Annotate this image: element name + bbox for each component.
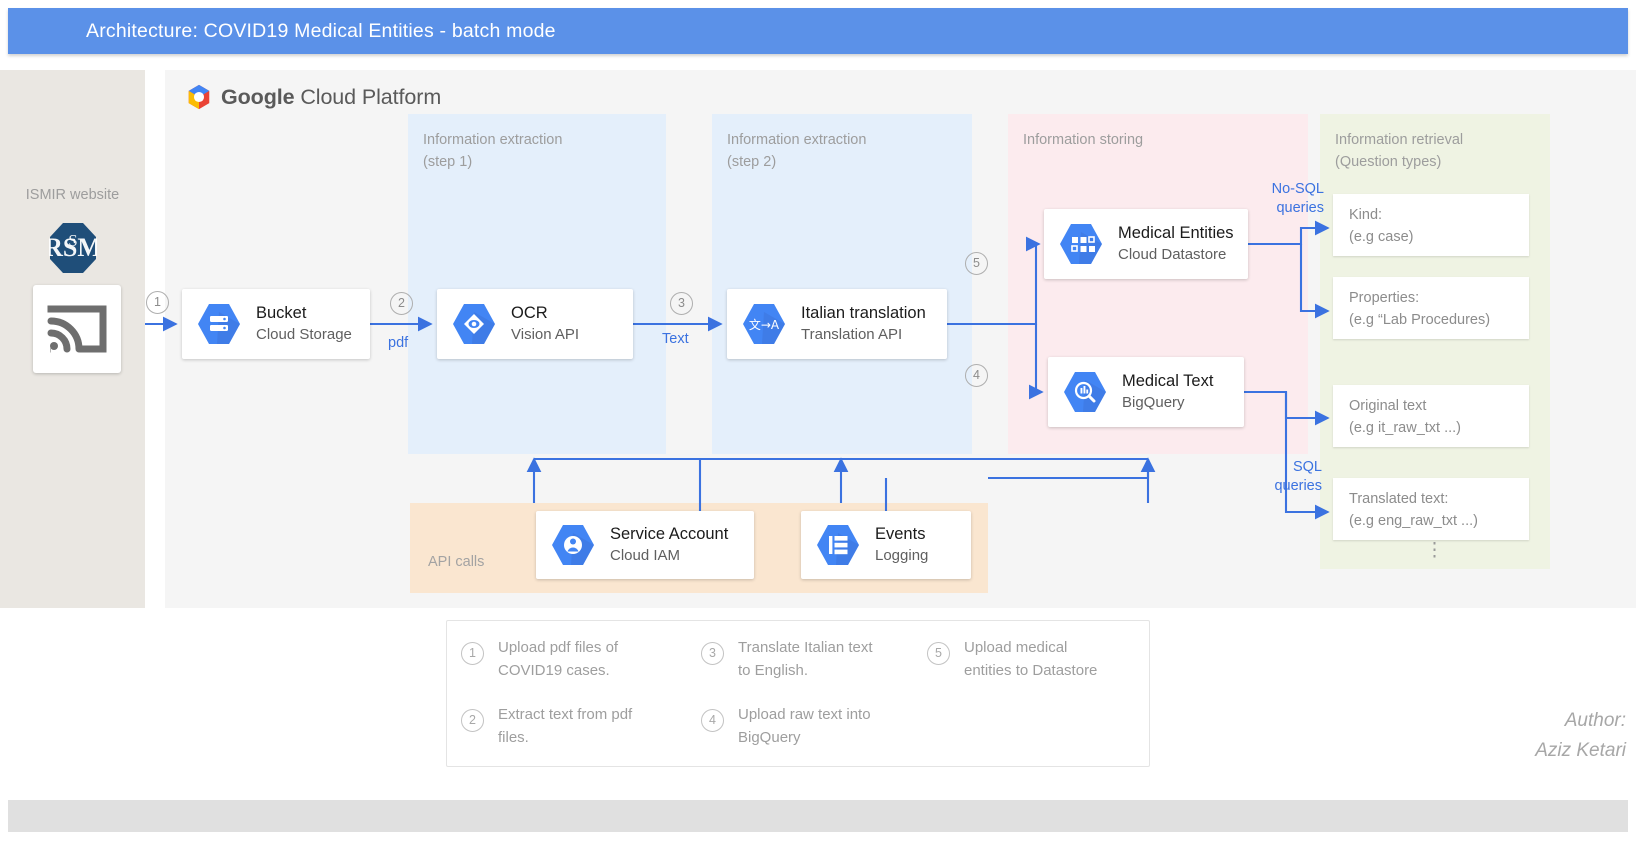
service-card-logging[interactable]: Events Logging bbox=[801, 511, 971, 579]
edge-label-text: Text bbox=[662, 331, 689, 347]
gcp-brand: Google Cloud Platform bbox=[185, 83, 441, 111]
step-marker-1: 1 bbox=[146, 291, 169, 314]
service-product: Cloud Datastore bbox=[1118, 246, 1227, 263]
vision-api-icon bbox=[453, 304, 495, 344]
legend-item-3: 3 Translate Italian text to English. bbox=[701, 636, 873, 682]
step-marker-4: 4 bbox=[965, 364, 988, 387]
service-card-text: Service Account Cloud IAM bbox=[610, 524, 728, 566]
step-marker-2: 2 bbox=[390, 292, 413, 315]
legend-number: 5 bbox=[927, 642, 950, 665]
legend-number: 2 bbox=[461, 709, 484, 732]
cloud-datastore-icon bbox=[1060, 224, 1102, 264]
service-product: Logging bbox=[875, 547, 929, 564]
legend-label: Upload medical entities to Datastore bbox=[964, 639, 1098, 679]
retrieval-card-label: Translated text: bbox=[1349, 491, 1449, 507]
service-card-vision-api[interactable]: OCR Vision API bbox=[437, 289, 633, 359]
legend-label: Extract text from pdf files. bbox=[498, 706, 633, 746]
retrieval-card-example: (e.g eng_raw_txt ...) bbox=[1349, 513, 1478, 529]
service-name: Italian translation bbox=[801, 304, 926, 322]
svg-text:S: S bbox=[68, 231, 77, 250]
legend-item-4: 4 Upload raw text into BigQuery bbox=[701, 703, 871, 749]
service-name: Medical Entities bbox=[1118, 224, 1234, 242]
service-name: OCR bbox=[511, 304, 548, 322]
retrieval-card-example: (e.g it_raw_txt ...) bbox=[1349, 420, 1462, 436]
legend-item-2: 2 Extract text from pdf files. bbox=[461, 703, 632, 749]
service-product: Translation API bbox=[801, 326, 903, 343]
zone-title: Information extraction (step 2) bbox=[727, 132, 867, 170]
legend-item-1: 1 Upload pdf files of COVID19 cases. bbox=[461, 636, 618, 682]
service-card-translation-api[interactable]: 文→A Italian translation Translation API bbox=[727, 289, 947, 359]
edge-label-sql-queries: SQL queries bbox=[1274, 459, 1322, 494]
edge-label-nosql-queries: No-SQL queries bbox=[1271, 181, 1324, 216]
retrieval-card-properties[interactable]: Properties: (e.g “Lab Procedures) bbox=[1333, 277, 1529, 339]
service-product: Vision API bbox=[511, 326, 580, 343]
logging-icon bbox=[817, 525, 859, 565]
service-card-text: Medical Text BigQuery bbox=[1122, 371, 1213, 413]
retrieval-card-label: Properties: bbox=[1349, 290, 1420, 306]
zone-title: Information extraction (step 1) bbox=[423, 132, 563, 170]
edge-label-pdf: pdf bbox=[388, 335, 409, 351]
zone-title: Information retrieval (Question types) bbox=[1335, 132, 1464, 170]
google-cloud-hexagon-logo bbox=[188, 84, 210, 110]
legend-number: 3 bbox=[701, 642, 724, 665]
service-product: Cloud Storage bbox=[256, 326, 352, 343]
legend-number: 1 bbox=[461, 642, 484, 665]
bigquery-icon bbox=[1064, 372, 1106, 412]
service-card-bigquery[interactable]: Medical Text BigQuery bbox=[1048, 357, 1244, 427]
page-title: Architecture: COVID19 Medical Entities -… bbox=[86, 20, 556, 42]
title-banner: Architecture: COVID19 Medical Entities -… bbox=[8, 8, 1628, 54]
legend-number: 4 bbox=[701, 709, 724, 732]
zone-title: Information storing bbox=[1023, 132, 1144, 148]
svg-text:RSM: RSM bbox=[49, 233, 97, 262]
retrieval-card-example: (e.g case) bbox=[1349, 229, 1414, 245]
service-card-text: Bucket Cloud Storage bbox=[256, 303, 352, 345]
service-card-text: OCR Vision API bbox=[511, 303, 579, 345]
service-card-cloud-datastore[interactable]: Medical Entities Cloud Datastore bbox=[1044, 209, 1248, 279]
retrieval-card-example: (e.g “Lab Procedures) bbox=[1349, 312, 1491, 328]
screen-cast-icon bbox=[47, 305, 107, 353]
service-name: Medical Text bbox=[1122, 372, 1214, 390]
legend-label: Translate Italian text to English. bbox=[738, 639, 873, 679]
retrieval-card-label: Original text bbox=[1349, 398, 1427, 414]
gcp-wordmark-bold: Google bbox=[221, 84, 295, 109]
service-name: Bucket bbox=[256, 304, 307, 322]
service-product: Cloud IAM bbox=[610, 547, 681, 564]
step-marker-3: 3 bbox=[670, 292, 693, 315]
zone-title: API calls bbox=[428, 554, 485, 570]
retrieval-card-original-text[interactable]: Original text (e.g it_raw_txt ...) bbox=[1333, 385, 1529, 447]
retrieval-more-indicator: ⋮ bbox=[1425, 540, 1445, 561]
service-name: Events bbox=[875, 525, 926, 543]
zone-information-extraction-step1: Information extraction (step 1) bbox=[408, 114, 666, 454]
gcp-wordmark-light: Cloud Platform bbox=[294, 84, 442, 109]
footer-bar bbox=[8, 800, 1628, 832]
source-label: ISMIR website bbox=[25, 187, 120, 203]
zone-information-extraction-step2: Information extraction (step 2) bbox=[712, 114, 972, 454]
retrieval-card-kind[interactable]: Kind: (e.g case) bbox=[1333, 194, 1529, 256]
service-product: BigQuery bbox=[1122, 394, 1185, 411]
cloud-iam-icon bbox=[552, 525, 594, 565]
legend-item-5: 5 Upload medical entities to Datastore bbox=[927, 636, 1097, 682]
step-marker-5: 5 bbox=[965, 252, 988, 275]
gcp-wordmark: Google Cloud Platform bbox=[221, 85, 441, 110]
legend-box: 1 Upload pdf files of COVID19 cases. 2 E… bbox=[446, 620, 1150, 767]
author-credit: Author: Aziz Ketari bbox=[1535, 710, 1626, 761]
legend-label: Upload raw text into BigQuery bbox=[738, 706, 871, 746]
retrieval-card-label: Kind: bbox=[1349, 207, 1383, 223]
ismir-octagon-logo: RSM S bbox=[49, 223, 97, 273]
translation-glyph: 文→A bbox=[749, 317, 780, 332]
source-device-card bbox=[33, 285, 121, 373]
legend-label: Upload pdf files of COVID19 cases. bbox=[498, 639, 619, 679]
service-card-text: Events Logging bbox=[875, 524, 928, 566]
service-card-cloud-iam[interactable]: Service Account Cloud IAM bbox=[536, 511, 754, 579]
cloud-storage-icon bbox=[198, 304, 240, 344]
service-name: Service Account bbox=[610, 525, 729, 543]
service-card-text: Italian translation Translation API bbox=[801, 303, 926, 345]
service-card-text: Medical Entities Cloud Datastore bbox=[1118, 223, 1234, 265]
retrieval-card-translated-text[interactable]: Translated text: (e.g eng_raw_txt ...) bbox=[1333, 478, 1529, 540]
service-card-cloud-storage[interactable]: Bucket Cloud Storage bbox=[182, 289, 370, 359]
source-panel: ISMIR website RSM S bbox=[0, 70, 145, 608]
translation-api-icon: 文→A bbox=[743, 304, 785, 344]
